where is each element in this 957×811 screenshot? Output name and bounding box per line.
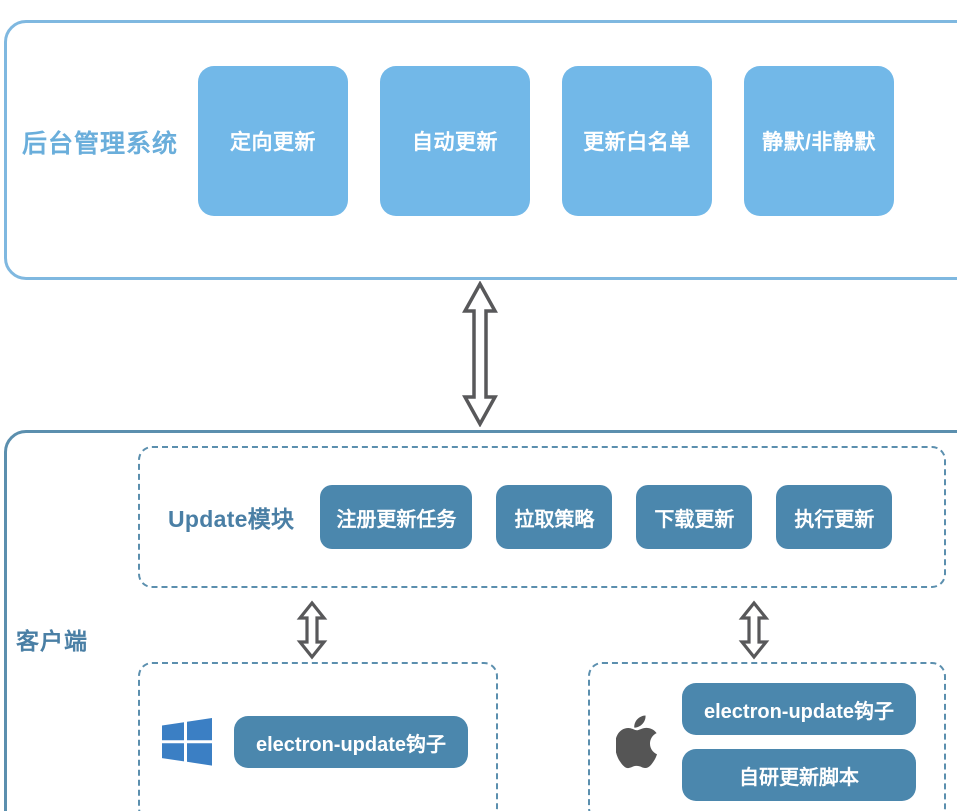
update-to-windows-arrow: [296, 600, 328, 660]
chip-label: electron-update钩子: [256, 733, 447, 756]
admin-card-auto-update[interactable]: 自动更新: [380, 66, 530, 216]
windows-chip-electron-update-hook[interactable]: electron-update钩子: [234, 716, 469, 768]
admin-to-client-arrow: [462, 281, 498, 427]
windows-icon: [162, 718, 212, 766]
update-chip-execute-update[interactable]: 执行更新: [776, 485, 893, 549]
admin-card-silent-mode[interactable]: 静默/非静默: [744, 66, 894, 216]
update-chip-register-task[interactable]: 注册更新任务: [320, 485, 473, 549]
update-chip-download-update[interactable]: 下载更新: [636, 485, 753, 549]
mac-platform-row: electron-update钩子 自研更新脚本: [590, 664, 944, 811]
chip-label: 拉取策略: [514, 508, 595, 531]
admin-card-label: 自动更新: [412, 131, 498, 154]
admin-panel-title: 后台管理系统: [22, 130, 179, 158]
windows-chip-list: electron-update钩子: [234, 716, 469, 768]
update-module-row: Update模块 注册更新任务 拉取策略 下载更新 执行更新: [140, 448, 944, 586]
apple-icon: [616, 715, 657, 769]
update-module-label: Update模块: [168, 506, 295, 532]
admin-card-label: 静默/非静默: [762, 131, 876, 154]
update-to-mac-arrow: [738, 600, 770, 660]
windows-platform-row: electron-update钩子: [140, 664, 496, 811]
chip-label: 执行更新: [794, 508, 875, 531]
mac-platform-box: electron-update钩子 自研更新脚本: [588, 662, 946, 811]
update-module-chip-list: 注册更新任务 拉取策略 下载更新 执行更新: [320, 485, 893, 549]
client-panel-title: 客户端: [16, 628, 88, 654]
mac-chip-custom-update-script[interactable]: 自研更新脚本: [682, 749, 917, 801]
chip-label: 注册更新任务: [336, 508, 457, 531]
admin-card-label: 更新白名单: [583, 131, 691, 154]
windows-platform-box: electron-update钩子: [138, 662, 498, 811]
admin-card-update-whitelist[interactable]: 更新白名单: [562, 66, 712, 216]
admin-card-list: 定向更新 自动更新 更新白名单 静默/非静默: [198, 66, 894, 216]
mac-chip-list: electron-update钩子 自研更新脚本: [682, 683, 917, 801]
mac-chip-electron-update-hook[interactable]: electron-update钩子: [682, 683, 917, 735]
chip-label: 下载更新: [654, 508, 735, 531]
admin-card-label: 定向更新: [230, 131, 316, 154]
admin-card-targeted-update[interactable]: 定向更新: [198, 66, 348, 216]
update-chip-fetch-policy[interactable]: 拉取策略: [496, 485, 613, 549]
chip-label: electron-update钩子: [704, 700, 895, 723]
update-module-box: Update模块 注册更新任务 拉取策略 下载更新 执行更新: [138, 446, 946, 588]
chip-label: 自研更新脚本: [739, 766, 860, 789]
